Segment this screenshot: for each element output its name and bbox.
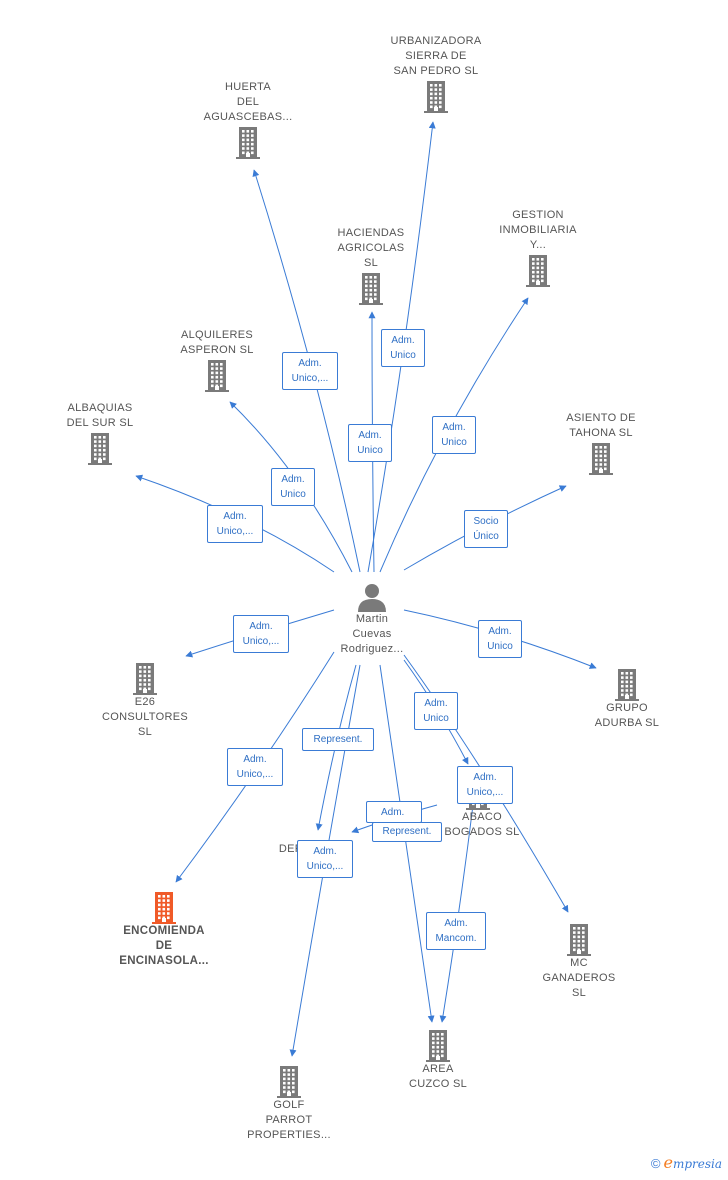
edge-label-abaco-unico[interactable]: Adm.Unico (414, 692, 458, 730)
building-icon (236, 127, 260, 159)
brand-initial: e (663, 1153, 673, 1172)
building-icon (424, 81, 448, 113)
edge-label-area[interactable]: Adm.Mancom. (426, 912, 486, 950)
building-icon (152, 892, 176, 924)
copyright-symbol: © (650, 1156, 661, 1171)
building-icon (205, 360, 229, 392)
building-icon (526, 255, 550, 287)
edge-label-defensia-unico[interactable]: Adm.Unico,... (297, 840, 353, 878)
edge-label-alquileres[interactable]: Adm.Unico (271, 468, 315, 506)
edge-label-defensia-represent[interactable]: Represent. (302, 728, 374, 751)
edge-label-haciendas[interactable]: Adm.Unico (348, 424, 392, 462)
building-icon (133, 663, 157, 695)
building-icon (277, 1066, 301, 1098)
edge-label-encomienda[interactable]: Adm.Unico,... (227, 748, 283, 786)
building-icon (88, 433, 112, 465)
person-icon (358, 584, 386, 612)
edge-label-defensia-represent-2[interactable]: Represent. (372, 822, 442, 842)
edge-label-gestion[interactable]: Adm.Unico (432, 416, 476, 454)
edge-label-abaco-unico-2[interactable]: Adm.Unico,... (457, 766, 513, 804)
edge-area-2 (439, 804, 474, 1023)
edge-label-grupo[interactable]: Adm.Unico (478, 620, 522, 658)
edge-label-e26[interactable]: Adm.Unico,... (233, 615, 289, 653)
building-icon (359, 273, 383, 305)
edge-label-huerta[interactable]: Adm.Unico,... (282, 352, 338, 390)
edge-label-defensia-adm[interactable]: Adm. (366, 801, 422, 823)
building-icon (615, 669, 639, 701)
building-icon (589, 443, 613, 475)
edge-label-albaquias[interactable]: Adm.Unico,... (207, 505, 263, 543)
empresia-logo: ©empresia (651, 1153, 722, 1172)
building-icon (567, 924, 591, 956)
building-icon (426, 1030, 450, 1062)
edge-label-urbanizadora[interactable]: Adm.Unico (381, 329, 425, 367)
brand-name: mpresia (672, 1157, 722, 1171)
